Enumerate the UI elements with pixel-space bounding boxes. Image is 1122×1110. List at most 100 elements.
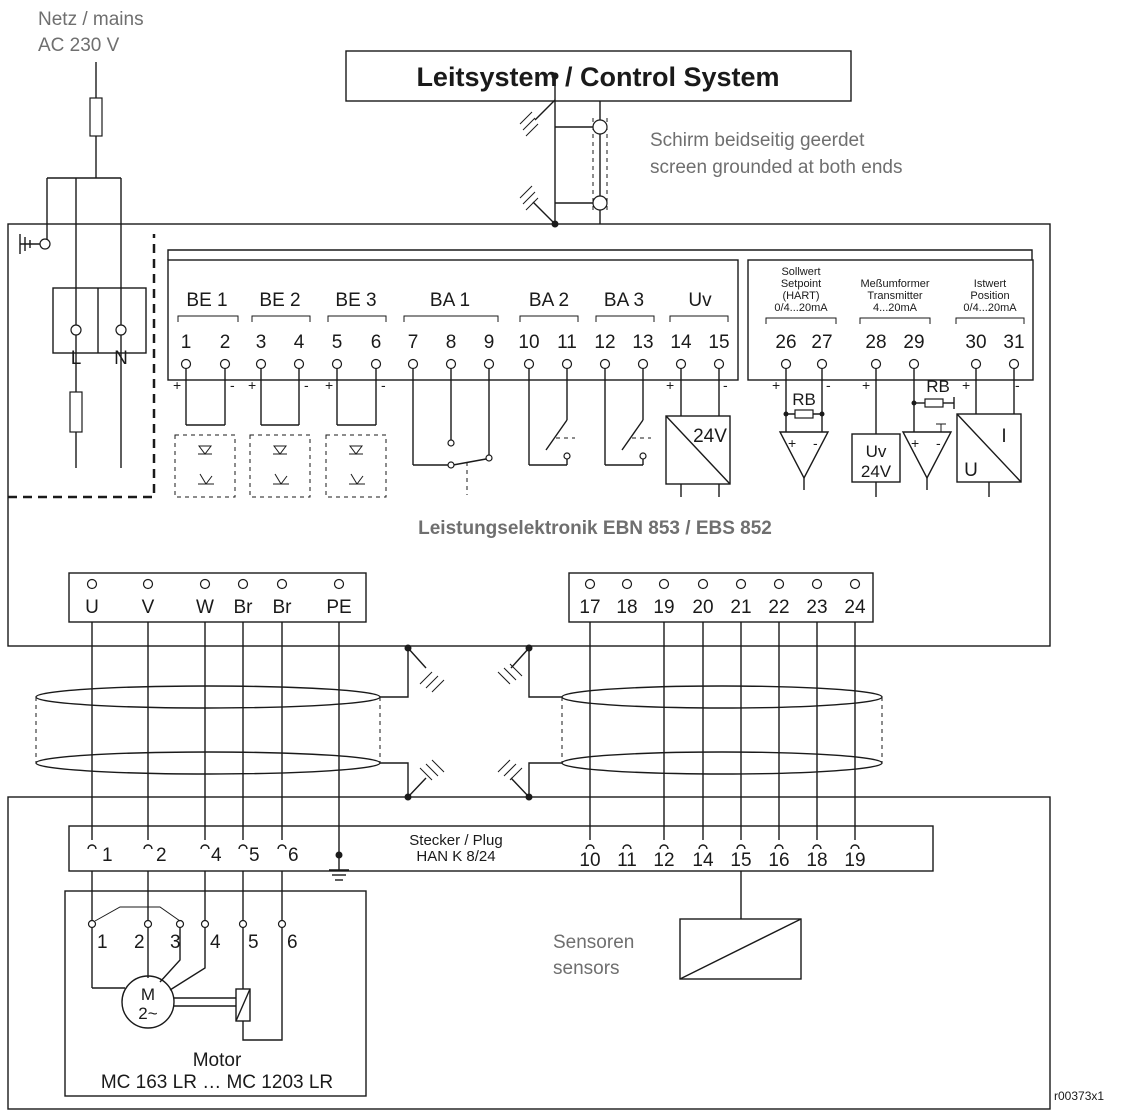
pin-11: 11	[557, 332, 577, 353]
pin-17: 17	[579, 597, 600, 618]
terminal-strip-io	[167, 259, 739, 381]
pin-1: 1	[181, 332, 192, 353]
svg-text:-: -	[826, 377, 831, 393]
group-label-be3: BE 3	[335, 290, 376, 311]
converter-voltage: U	[964, 460, 978, 481]
motor-pin-5: 5	[248, 932, 259, 953]
svg-text:-: -	[230, 377, 235, 393]
converter-current: I	[1001, 426, 1006, 447]
pin-28: 28	[865, 332, 886, 353]
rb-label-transmitter: RB	[926, 377, 950, 396]
pin-19: 19	[653, 597, 674, 618]
sensor-cable-screen	[497, 644, 883, 801]
motor-wiring	[87, 871, 287, 1041]
svg-text:-: -	[813, 435, 818, 451]
svg-text:+: +	[248, 377, 256, 393]
terminal-pe: PE	[326, 597, 351, 618]
io-terminals	[180, 358, 725, 370]
drawing-reference: r00373x1	[1054, 1089, 1104, 1103]
pin-27: 27	[811, 332, 832, 353]
svg-text:-: -	[1015, 377, 1020, 393]
svg-text:+: +	[666, 377, 674, 393]
svg-text:+: +	[862, 377, 870, 393]
setpoint-line1: Sollwert	[781, 266, 820, 278]
mains-feed	[46, 62, 122, 468]
position-line3: 0/4...20mA	[963, 302, 1017, 314]
position-converter	[956, 368, 1022, 497]
plug-pin-18: 18	[806, 850, 827, 871]
transmitter-circuit	[851, 368, 955, 497]
pin-13: 13	[632, 332, 653, 353]
pin-2: 2	[220, 332, 231, 353]
svg-text:+: +	[173, 377, 181, 393]
motor-pin-6: 6	[287, 932, 298, 953]
mains-section-divider	[8, 234, 156, 499]
svg-text:-: -	[304, 377, 309, 393]
setpoint-line3: (HART)	[782, 290, 819, 302]
sensor-terminals	[584, 578, 861, 590]
position-line2: Position	[970, 290, 1009, 302]
svg-text:-: -	[723, 377, 728, 393]
transmitter-line1: Meßumformer	[860, 278, 929, 290]
optocoupler-inputs	[174, 368, 387, 498]
transmitter-line3: 4...20mA	[873, 302, 918, 314]
motor-pin-3: 3	[170, 932, 181, 953]
plug-pin-19: 19	[844, 850, 865, 871]
plug-pin-10: 10	[579, 850, 600, 871]
motor-cable-screen	[35, 644, 445, 801]
plug-pin-12: 12	[653, 850, 674, 871]
motor-symbol-phase: 2~	[138, 1004, 157, 1023]
analog-terminals	[780, 358, 1020, 370]
motor-model-range: MC 163 LR … MC 1203 LR	[101, 1072, 333, 1093]
relay-outputs	[412, 368, 651, 495]
sensor-block	[679, 918, 802, 980]
pin-8: 8	[446, 332, 457, 353]
motor-title: Motor	[193, 1050, 242, 1071]
supply-24v	[665, 368, 731, 497]
plug-connector	[68, 825, 934, 872]
pin-23: 23	[806, 597, 827, 618]
mains-terminal-block	[52, 287, 147, 354]
svg-text:+: +	[962, 377, 970, 393]
terminal-l: L	[71, 348, 82, 369]
io-pin-numbers: 1 2 3 4 5 6 7 8 9 10 11 12 13 14 15	[181, 332, 730, 353]
terminal-br1: Br	[234, 597, 254, 618]
plug-pin-2: 2	[156, 845, 167, 866]
analog-group-brackets	[765, 317, 1025, 324]
plug-pin-5: 5	[249, 845, 260, 866]
pin-20: 20	[692, 597, 713, 618]
pin-22: 22	[768, 597, 789, 618]
motor-cable-wires	[91, 622, 340, 855]
motor-terminals	[86, 578, 345, 590]
supply-24v-label: 24V	[693, 426, 727, 447]
control-system-box	[345, 50, 852, 102]
terminal-w: W	[196, 597, 214, 618]
pin-6: 6	[371, 332, 382, 353]
motor-symbol-m: M	[141, 985, 155, 1004]
screen-note-de: Schirm beidseitig geerdet	[650, 130, 865, 151]
terminal-n: N	[114, 348, 128, 369]
plug-pin-1: 1	[102, 845, 113, 866]
io-group-brackets	[177, 315, 729, 322]
analog-pin-numbers: 26 27 28 29 30 31	[775, 332, 1024, 353]
pin-10: 10	[518, 332, 539, 353]
pin-15: 15	[708, 332, 729, 353]
terminal-strip-analog	[747, 259, 1034, 381]
group-label-be1: BE 1	[186, 290, 227, 311]
setpoint-line2: Setpoint	[781, 278, 821, 290]
uv-label: Uv	[866, 442, 887, 461]
plug-pin-14: 14	[692, 850, 714, 871]
power-electronics-title: Leistungselektronik EBN 853 / EBS 852	[418, 518, 772, 539]
mains-voltage: AC 230 V	[38, 35, 120, 56]
sensors-label-en: sensors	[553, 958, 620, 979]
sensor-cable-wires	[589, 622, 856, 840]
io-group-labels: BE 1 BE 2 BE 3 BA 1 BA 2 BA 3 Uv	[186, 290, 712, 311]
pin-18: 18	[616, 597, 637, 618]
plug-type: HAN K 8/24	[416, 848, 495, 865]
pin-5: 5	[332, 332, 343, 353]
pin-9: 9	[484, 332, 495, 353]
plug-pin-11: 11	[617, 850, 637, 871]
setpoint-line4: 0/4...20mA	[774, 302, 828, 314]
terminal-br2: Br	[273, 597, 293, 618]
